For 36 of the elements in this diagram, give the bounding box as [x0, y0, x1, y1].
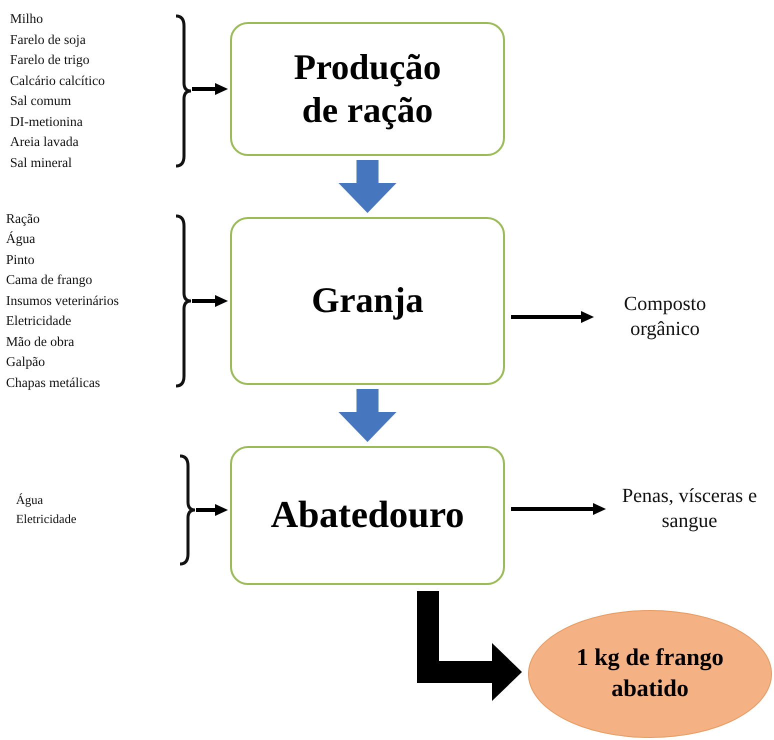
input-item: DI-metionina: [10, 112, 84, 130]
input-item: Sal comum: [10, 92, 72, 110]
arrow: [511, 503, 606, 515]
input-item: Eletricidade: [16, 511, 78, 528]
product-text: 1 kg de frango abatido: [575, 644, 725, 704]
input-item: Farelo de soja: [10, 30, 87, 49]
input-item: Água: [16, 492, 44, 509]
input-item: Areia lavada: [10, 133, 80, 151]
arrow: [338, 160, 396, 213]
arrow: [196, 504, 228, 516]
process-box: [230, 217, 505, 385]
input-item: Farelo de trigo: [10, 51, 90, 69]
input-item: Cama de frango: [6, 271, 94, 290]
arrow: [192, 83, 228, 95]
process-box: [230, 446, 505, 585]
input-item: Mão de obra: [6, 332, 76, 351]
process-title: Abatedouro: [270, 492, 464, 538]
input-item: Calcário calcítico: [10, 72, 106, 90]
output-text: Penas, vísceras e sangue: [621, 484, 758, 534]
input-item: Água: [6, 230, 36, 248]
arrow: [192, 295, 228, 307]
input-item: Insumos veterinários: [6, 292, 120, 310]
input-item: Milho: [10, 10, 44, 28]
process-box: [230, 22, 505, 156]
arrow: [338, 389, 396, 442]
input-item: Galpão: [6, 353, 46, 372]
arrow: [417, 591, 522, 701]
process-title: Granja: [312, 279, 424, 322]
input-item: Pinto: [6, 250, 36, 269]
input-item: Chapas metálicas: [6, 374, 102, 392]
input-item: Sal mineral: [10, 154, 73, 172]
input-item: Eletricidade: [6, 312, 72, 330]
arrow: [511, 311, 594, 323]
process-title: Produção de ração: [292, 46, 442, 132]
output-text: Composto orgânico: [622, 292, 708, 342]
input-item: Ração: [6, 210, 41, 228]
